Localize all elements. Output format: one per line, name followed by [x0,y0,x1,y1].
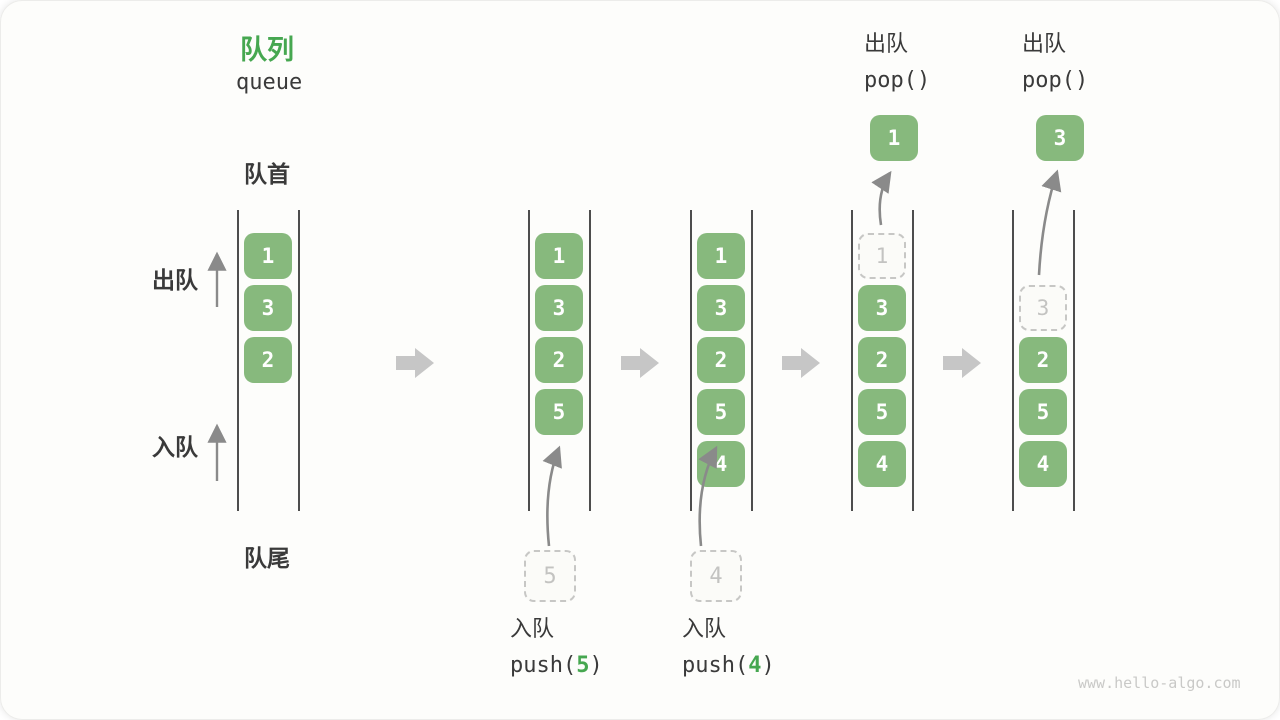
queue-5-wall-right [1073,210,1075,511]
op-pop-second: 出队 pop() [1022,27,1088,99]
queue-1-item-3: 3 [244,285,292,331]
queue-3-item-2: 2 [697,337,745,383]
op-push-4-code: push(4) [682,653,775,678]
queue-3-item-5: 5 [697,389,745,435]
op-pop-first-code: pop() [864,68,931,93]
queue-1-wall-right [298,210,300,511]
page-title: 队列 [240,35,294,66]
queue-5-item-5: 5 [1019,389,1067,435]
op-push-5-arg: 5 [576,653,590,678]
queue-3-incoming-4: 4 [690,550,742,602]
queue-5-item-2: 2 [1019,337,1067,383]
op-push-4: 入队 push(4) [682,612,775,684]
queue-5-item-4: 4 [1019,441,1067,487]
state-transition-arrow-4 [943,348,981,378]
queue-1-item-1: 1 [244,233,292,279]
op-push-5: 入队 push(5) [510,612,603,684]
op-push-4-label: 入队 [682,617,727,642]
queue-2-item-1: 1 [535,233,583,279]
op-push-5-code: push(5) [510,653,603,678]
queue-5-item-3-ghost: 3 [1019,285,1067,331]
queue-4-item-2: 2 [858,337,906,383]
queue-4-wall-right [912,210,914,511]
state-transition-arrow-3 [782,348,820,378]
push-5-arrow [542,445,562,547]
watermark: www.hello-algo.com [1078,674,1241,692]
state-transition-arrow-2 [621,348,659,378]
queue-3-wall-left [690,210,692,511]
state-transition-arrow-1 [396,348,434,378]
queue-4-popped-1: 1 [870,115,918,161]
label-enqueue-side: 入队 [152,435,198,461]
queue-4-item-3: 3 [858,285,906,331]
queue-2-item-3: 3 [535,285,583,331]
queue-4-item-5: 5 [858,389,906,435]
label-queue-front: 队首 [244,162,290,188]
label-queue-rear: 队尾 [244,546,290,572]
queue-4-wall-left [851,210,853,511]
op-push-5-label: 入队 [510,617,555,642]
queue-5-popped-3: 3 [1036,115,1084,161]
page-subtitle: queue [236,70,303,95]
queue-2-item-5: 5 [535,389,583,435]
queue-2-wall-right [589,210,591,511]
op-pop-second-code: pop() [1022,68,1089,93]
queue-3-item-4: 4 [697,441,745,487]
queue-4-item-4: 4 [858,441,906,487]
op-pop-first-label: 出队 [864,32,909,57]
op-pop-second-label: 出队 [1022,32,1067,57]
queue-4-item-1-ghost: 1 [858,233,906,279]
op-push-4-arg: 4 [748,653,762,678]
queue-5-wall-left [1012,210,1014,511]
queue-1-item-2: 2 [244,337,292,383]
label-dequeue-side: 出队 [152,268,198,294]
pop-1-arrow [871,170,892,226]
queue-2-item-2: 2 [535,337,583,383]
queue-3-item-1: 1 [697,233,745,279]
queue-3-wall-right [751,210,753,511]
pop-3-arrow [1037,169,1062,276]
op-pop-first: 出队 pop() [864,27,930,99]
queue-2-incoming-5: 5 [524,550,576,602]
queue-1-wall-left [237,210,239,511]
queue-2-wall-left [528,210,530,511]
queue-3-item-3: 3 [697,285,745,331]
